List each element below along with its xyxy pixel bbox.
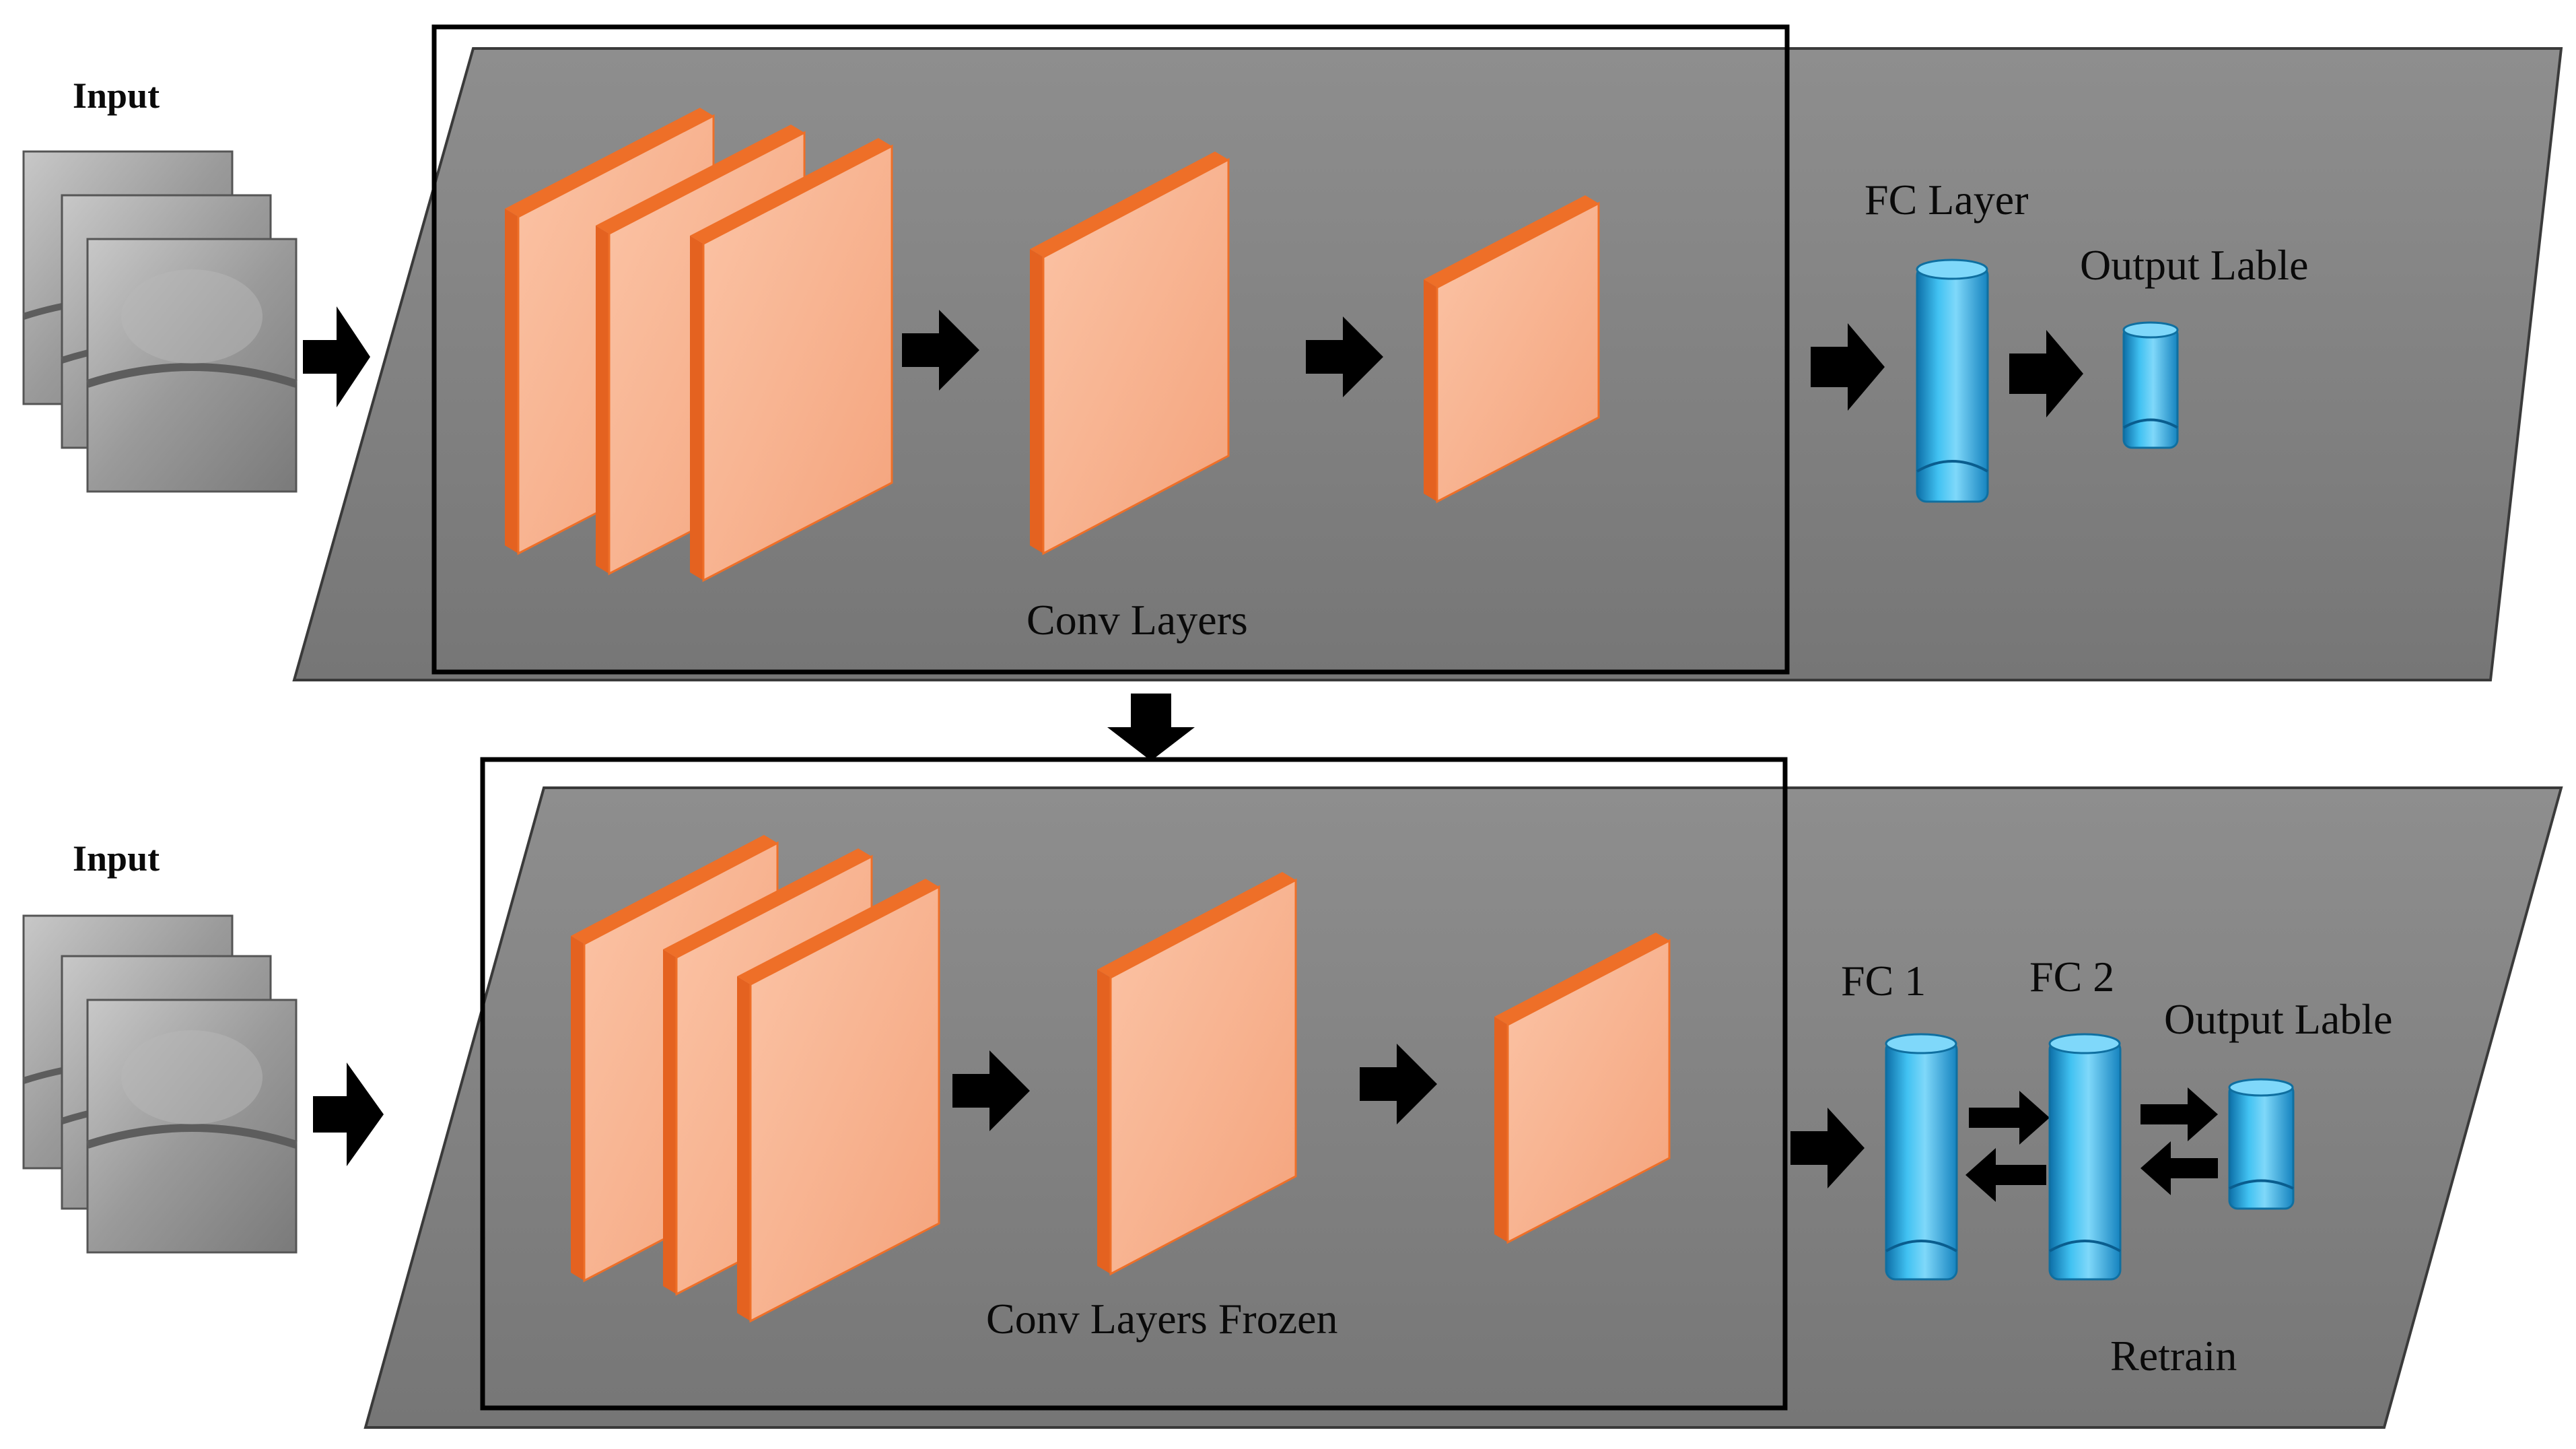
top-conv-label: Conv Layers bbox=[1026, 596, 1248, 644]
bottom-conv-frame bbox=[480, 757, 1788, 1411]
top-input-label: Input bbox=[73, 75, 160, 116]
fc2-to-fc1-arrow bbox=[1965, 1148, 2046, 1202]
fc1-to-fc2-arrow bbox=[1969, 1091, 2050, 1145]
fc1-cylinder bbox=[1885, 1033, 1958, 1281]
bottom-conv-block-4 bbox=[1097, 872, 1297, 1276]
top-panel: Input bbox=[22, 24, 2563, 681]
top-fc-input-arrow bbox=[1811, 323, 1885, 411]
top-conv-arrow-1 bbox=[902, 310, 979, 391]
xray-image bbox=[86, 999, 298, 1254]
top-fc-layer-cylinder bbox=[1916, 259, 1989, 503]
top-conv-block-4 bbox=[1030, 151, 1230, 555]
bottom-input-label: Input bbox=[73, 838, 160, 879]
top-input-image-stack bbox=[22, 150, 298, 493]
bottom-conv-block-5 bbox=[1494, 933, 1671, 1244]
bottom-fc-input-arrow bbox=[1790, 1108, 1865, 1188]
bottom-conv-label: Conv Layers Frozen bbox=[986, 1295, 1338, 1343]
fc2-cylinder bbox=[2048, 1033, 2122, 1281]
top-output-label: Output Lable bbox=[2080, 241, 2308, 289]
top-conv-block-5 bbox=[1424, 195, 1600, 504]
bottom-output-label: Output Lable bbox=[2164, 995, 2392, 1043]
bottom-input-image-stack bbox=[22, 914, 298, 1254]
top-input-arrow bbox=[303, 306, 370, 407]
transfer-down-arrow bbox=[1107, 694, 1195, 761]
bottom-input-arrow bbox=[313, 1063, 384, 1166]
fc1-label: FC 1 bbox=[1841, 957, 1926, 1005]
top-conv-frame bbox=[431, 24, 1790, 675]
bottom-conv-arrow-2 bbox=[1360, 1044, 1437, 1124]
top-output-cylinder bbox=[2122, 321, 2179, 449]
top-conv-block-3 bbox=[690, 138, 893, 582]
bottom-conv-block-3 bbox=[737, 879, 940, 1323]
retrain-label: Retrain bbox=[2110, 1332, 2237, 1380]
output-to-fc2-arrow bbox=[2140, 1141, 2218, 1195]
fc2-label: FC 2 bbox=[2029, 953, 2114, 1001]
fc2-to-output-arrow bbox=[2140, 1087, 2218, 1141]
bottom-output-cylinder bbox=[2228, 1078, 2295, 1210]
bottom-conv-arrow-1 bbox=[952, 1050, 1030, 1131]
xray-image bbox=[86, 238, 298, 493]
bottom-panel: Input bbox=[22, 757, 2563, 1429]
top-fc-output-arrow bbox=[2009, 330, 2083, 417]
top-fc-label: FC Layer bbox=[1865, 176, 2029, 224]
top-conv-arrow-2 bbox=[1306, 316, 1383, 397]
